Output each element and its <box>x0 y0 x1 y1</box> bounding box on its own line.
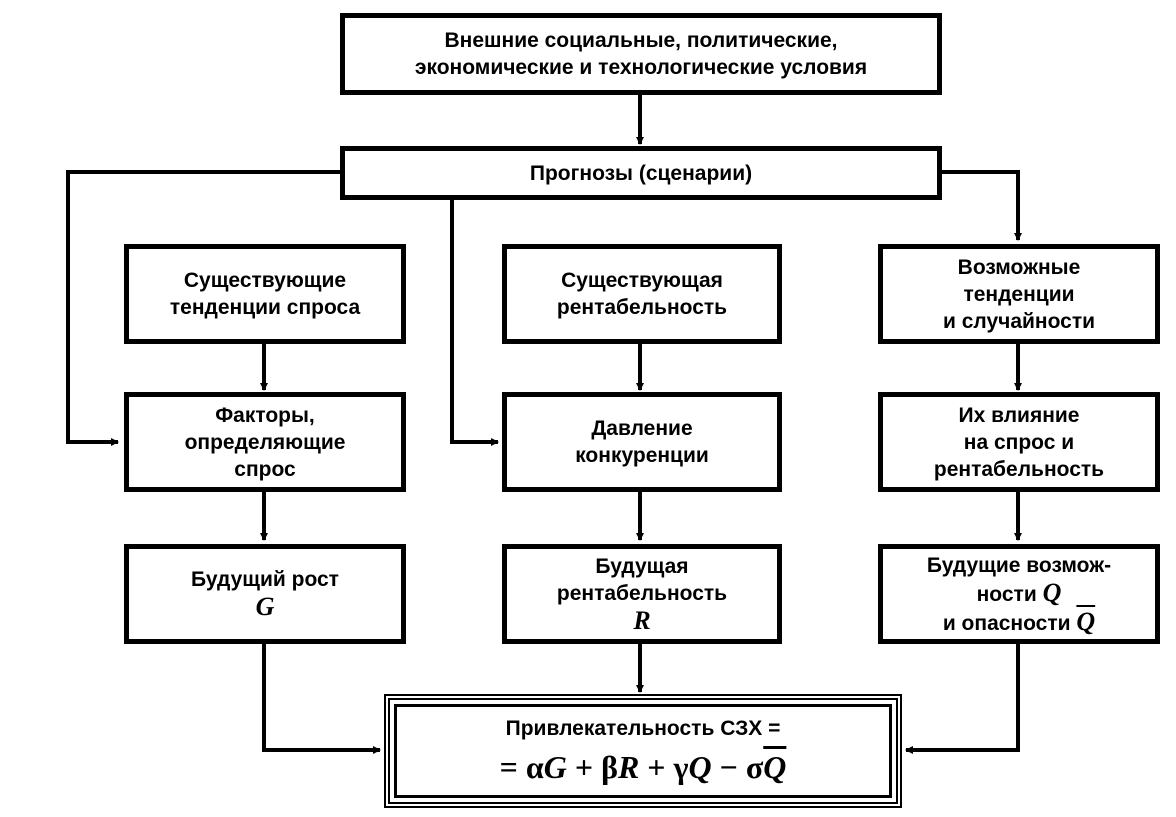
arrow-forecasts-to-competition <box>450 198 499 446</box>
arrow-opportunities-to-final <box>905 644 1020 754</box>
future-growth-label: Будущий рост <box>191 568 339 591</box>
box-demand-factors: Факторы, определяющие спрос <box>124 392 406 492</box>
future-profitability-label: Будущая рентабельность <box>556 554 728 605</box>
box-attractiveness: Привлекательность СЗХ = = αG + βR + γQ −… <box>384 694 902 808</box>
box-possible-trends: Возможные тенденции и случайности <box>878 244 1160 344</box>
possible-trends-text: Возможные тенденции и случайности <box>942 255 1096 333</box>
box-demand-trends: Существующие тенденции спроса <box>124 244 406 344</box>
opportunities-line1: Будущие возмож- <box>926 553 1112 577</box>
influence-text: Их влияние на спрос и рентабельность <box>933 403 1105 481</box>
formula-alpha: α <box>525 749 544 785</box>
threats-symbol-qbar: Q <box>1076 606 1096 636</box>
arrow-growth-to-final <box>262 644 381 754</box>
future-growth-symbol: G <box>255 592 275 621</box>
box-profitability: Существующая рентабельность <box>502 244 782 344</box>
formula-r: R <box>617 749 640 785</box>
forecasts-text: Прогнозы (сценарии) <box>529 161 753 185</box>
opportunities-line3: и опасности <box>942 611 1071 635</box>
arrow-forecasts-to-demand-factors <box>66 170 344 446</box>
external-conditions-text: Внешние социальные, политические, эконом… <box>414 29 868 79</box>
formula-g: G <box>543 749 567 785</box>
profitability-text: Существующая рентабельность <box>556 269 728 319</box>
formula-q: Q <box>688 749 712 785</box>
formula-plus1: + <box>566 749 602 785</box>
arrow-forecasts-to-possible-trends <box>940 170 1022 241</box>
formula-eq: = <box>499 749 526 785</box>
box-influence: Их влияние на спрос и рентабельность <box>878 392 1160 492</box>
formula-beta: β <box>601 749 618 785</box>
demand-factors-text: Факторы, определяющие спрос <box>184 403 346 481</box>
future-profitability-symbol: R <box>633 605 651 635</box>
formula-plus2: + <box>639 749 674 785</box>
formula-sigma: σ <box>745 749 764 785</box>
formula-minus: − <box>711 749 746 785</box>
box-forecasts: Прогнозы (сценарии) <box>340 146 942 200</box>
opportunities-symbol-q: Q <box>1042 577 1062 607</box>
attractiveness-formula: = αG + βR + γQ − σQ <box>500 747 787 787</box>
attractiveness-title: Привлекательность СЗХ = <box>505 717 781 740</box>
box-competition: Давление конкуренции <box>502 392 782 492</box>
formula-qbar: Q <box>763 749 787 785</box>
formula-gamma: γ <box>673 749 689 785</box>
opportunities-line2: ности <box>976 582 1037 606</box>
competition-text: Давление конкуренции <box>575 417 709 467</box>
demand-trends-text: Существующие тенденции спроса <box>169 269 361 319</box>
box-external-conditions: Внешние социальные, политические, эконом… <box>340 13 942 95</box>
